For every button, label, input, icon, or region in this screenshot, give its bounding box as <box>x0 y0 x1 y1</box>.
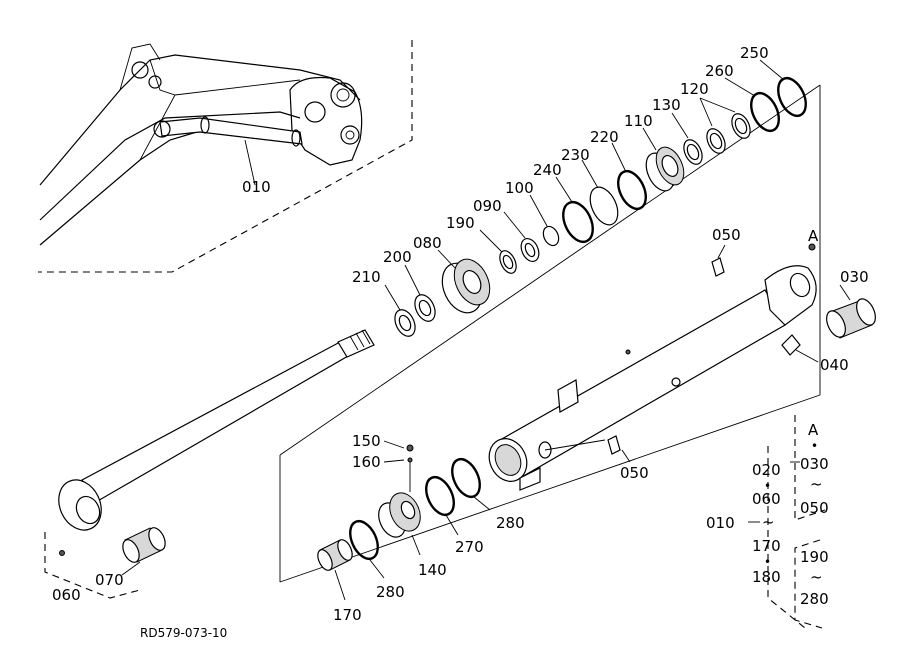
part-140-piston <box>378 492 421 538</box>
legend-group-a-end: 050 <box>800 499 829 517</box>
callout-200: 200 <box>383 248 412 266</box>
part-280-o-ring-left <box>349 519 379 561</box>
callout-240: 240 <box>533 161 562 179</box>
part-120-rings <box>706 113 751 154</box>
drawing-code: RD579-073-10 <box>140 626 227 640</box>
callout-030: 030 <box>840 268 869 286</box>
legend-range-dot-1: • <box>764 479 771 493</box>
legend-range-start: 020 <box>752 461 781 479</box>
callout-090: 090 <box>473 197 502 215</box>
callout-190: 190 <box>446 214 475 232</box>
callout-270: 270 <box>455 538 484 556</box>
callout-070: 070 <box>95 571 124 589</box>
callout-280-left: 280 <box>376 583 405 601</box>
legend-group-a-start: 030 <box>800 455 829 473</box>
part-270-o-ring <box>425 475 455 517</box>
legend-range-mid: 060 <box>752 490 781 508</box>
point-a: A <box>808 227 819 245</box>
callout-080: 080 <box>413 234 442 252</box>
legend-range-end: 180 <box>752 568 781 586</box>
part-190-seal <box>499 250 517 274</box>
part-240-o-ring <box>562 200 594 244</box>
legend-group-a-title: A <box>808 421 819 439</box>
callout-150: 150 <box>352 432 381 450</box>
legend-group-a-dot: • <box>811 439 818 453</box>
callout-280-right: 280 <box>496 514 525 532</box>
part-130-ring <box>683 139 703 165</box>
part-250-o-ring <box>777 76 807 118</box>
callout-050-top: 050 <box>712 226 741 244</box>
callout-210: 210 <box>352 268 381 286</box>
part-170-bushing <box>317 539 353 571</box>
legend-range-170: 170 <box>752 537 781 555</box>
callout-230: 230 <box>561 146 590 164</box>
parts-legend <box>748 415 826 629</box>
callout-140: 140 <box>418 561 447 579</box>
part-070-bushing <box>122 527 166 563</box>
callout-250: 250 <box>740 44 769 62</box>
callout-040: 040 <box>820 356 849 374</box>
part-280-o-ring-right <box>451 457 481 499</box>
callout-100: 100 <box>505 179 534 197</box>
boom-inset <box>38 40 413 273</box>
callout-120: 120 <box>680 80 709 98</box>
callout-130: 130 <box>652 96 681 114</box>
callout-260: 260 <box>705 62 734 80</box>
legend-group-b-start: 190 <box>800 548 829 566</box>
callout-170: 170 <box>333 606 362 624</box>
part-210-seal <box>394 309 416 337</box>
part-030-bushing <box>826 298 876 339</box>
callout-060: 060 <box>52 586 81 604</box>
callout-160: 160 <box>352 453 381 471</box>
part-200-seal <box>414 294 436 322</box>
part-080-rod-cover <box>441 258 491 314</box>
callout-220: 220 <box>590 128 619 146</box>
part-230-ring <box>589 186 619 226</box>
callout-050-bottom: 050 <box>620 464 649 482</box>
part-100-ring <box>542 225 560 247</box>
legend-group-b-tilde: ~ <box>810 568 823 586</box>
piston-rod <box>58 329 375 556</box>
legend-range-tilde: ~ <box>762 513 775 531</box>
callout-110: 110 <box>624 112 653 130</box>
part-260-o-ring <box>750 91 780 133</box>
part-220-o-ring <box>617 169 647 211</box>
part-110-piston <box>645 146 685 192</box>
cylinder-tube <box>488 257 817 491</box>
legend-assembly: 010 <box>706 514 735 532</box>
legend-range-dot-2: • <box>764 555 771 569</box>
part-090-ring <box>520 238 540 262</box>
legend-group-a-tilde: ~ <box>810 475 823 493</box>
legend-group-b-end: 280 <box>800 590 829 608</box>
assembly-frame <box>279 84 821 583</box>
callout-010-inset: 010 <box>242 178 271 196</box>
